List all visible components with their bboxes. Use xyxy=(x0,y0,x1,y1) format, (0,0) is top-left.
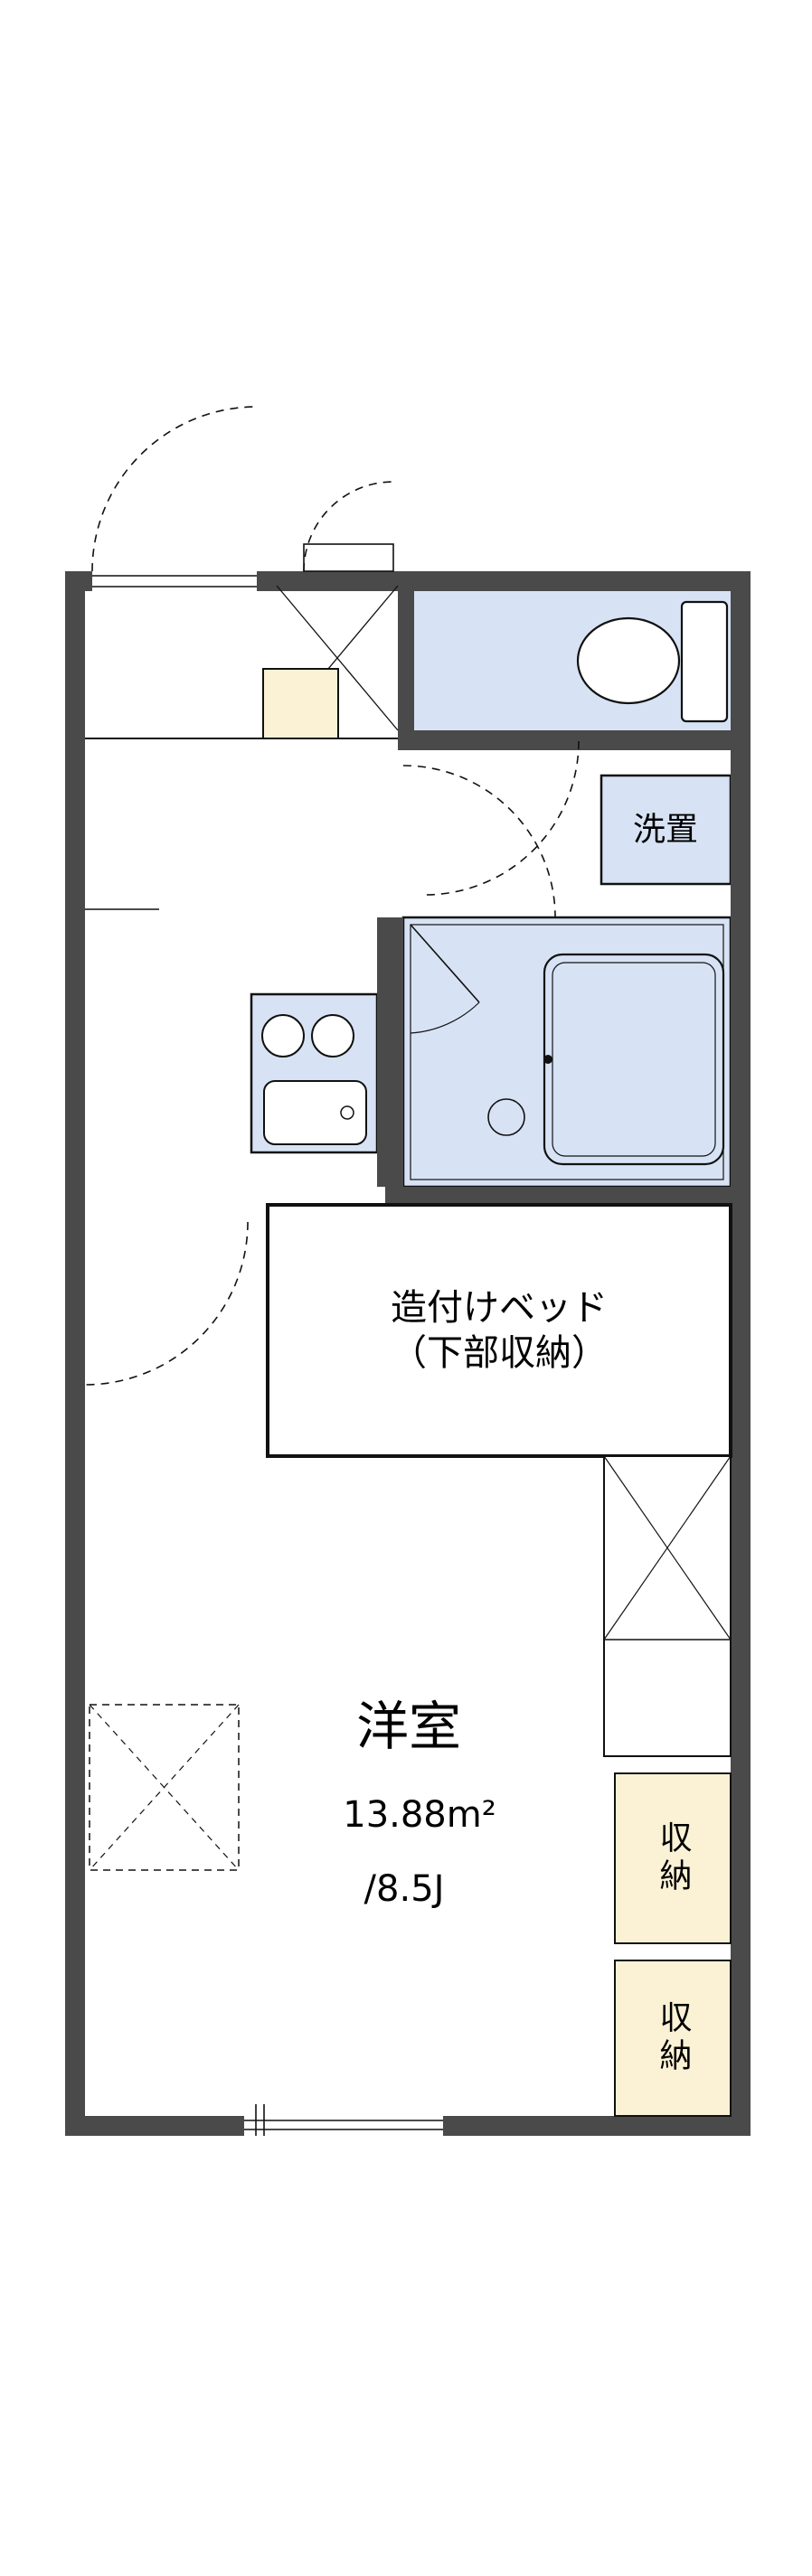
meter-box xyxy=(303,543,394,572)
room-tatami-label: /8.5J xyxy=(364,1868,445,1910)
storage-label-bottom: 収納 xyxy=(654,2000,692,2076)
bath-faucet-dot xyxy=(543,1055,552,1064)
kitchen-bath-wall xyxy=(377,917,403,1187)
bed-label-line2: （下部収納） xyxy=(391,1332,608,1374)
bathtub-icon xyxy=(543,953,725,1166)
hanging-cabinet xyxy=(89,1704,240,1871)
openings xyxy=(92,543,443,2136)
pipe-space-box xyxy=(603,1455,732,1757)
kitchen-fixtures xyxy=(261,1014,367,1145)
storage-box-bottom xyxy=(614,1960,732,2117)
outer-wall-right xyxy=(731,571,751,2136)
bed-label: 造付けベッド （下部収納） xyxy=(391,1285,608,1376)
built-in-bed-box xyxy=(266,1203,732,1458)
room-door-arc xyxy=(84,1221,249,1386)
meterbox-door-arc xyxy=(303,481,394,572)
bathroom-door-arc xyxy=(402,765,556,918)
door-arcs xyxy=(84,406,580,1386)
outer-wall-bottom-left xyxy=(65,2116,244,2136)
storage-label-top: 収納 xyxy=(654,1820,692,1896)
right-column xyxy=(603,1455,732,2117)
outer-wall-top-stub xyxy=(65,571,92,591)
toilet-bowl-icon xyxy=(576,616,681,705)
sink-faucet-icon xyxy=(340,1105,354,1120)
genkan-area xyxy=(85,585,399,910)
bed-label-line1: 造付けベッド xyxy=(391,1287,608,1329)
outer-wall-bottom-right xyxy=(443,2116,751,2136)
bath-door-leaf xyxy=(410,924,480,1003)
bath-door-swing xyxy=(410,1001,480,1034)
drain-circle-icon xyxy=(487,1098,525,1136)
toilet-door-arc xyxy=(424,740,580,896)
toilet-fixture xyxy=(576,600,729,723)
hanging-cabinet-cross-2 xyxy=(89,1704,240,1871)
outer-wall-top xyxy=(257,571,751,591)
toilet-wall-bottom xyxy=(398,730,751,750)
laundry-label: 洗置 xyxy=(632,811,699,849)
pipe-space-cross-2 xyxy=(603,1455,732,1641)
outer-wall-left xyxy=(65,571,85,2136)
bath-wall-bottom xyxy=(385,1187,751,1205)
burner-left-icon xyxy=(261,1014,305,1058)
storage-box-top xyxy=(614,1772,732,1944)
walls xyxy=(65,571,751,2136)
burner-right-icon xyxy=(311,1014,354,1058)
toilet-wall-left xyxy=(398,571,414,750)
toilet-tank-icon xyxy=(680,600,729,723)
hanging-cabinet-outline xyxy=(89,1704,240,1871)
laundry-space xyxy=(600,774,732,886)
bathroom-fixtures xyxy=(410,924,725,1166)
sink-icon xyxy=(263,1080,367,1145)
entrance-door-arc xyxy=(91,406,258,572)
shoe-cabinet xyxy=(262,668,339,739)
room-name-label: 洋室 xyxy=(355,1695,462,1757)
room-area-label: 13.88m² xyxy=(343,1794,496,1836)
